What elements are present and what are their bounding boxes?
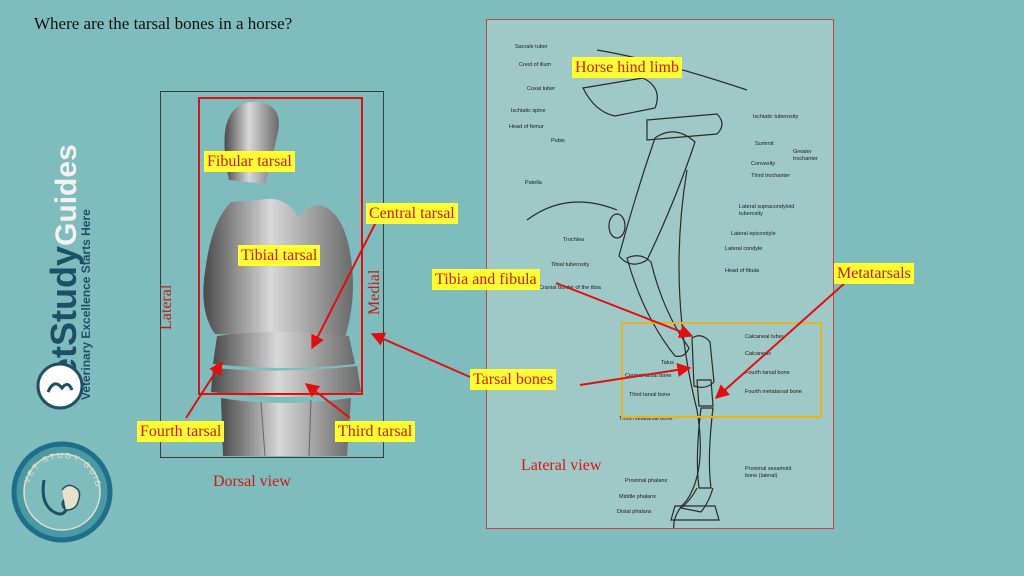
anatomy-label: Central tarsal bone <box>625 373 672 379</box>
anatomy-label: Third trochanter <box>751 173 790 179</box>
anatomy-label: Trochlea <box>563 237 585 243</box>
anatomy-label: Greater trochanter <box>793 149 818 162</box>
anatomy-label: Crest of ilium <box>519 62 552 68</box>
anatomy-label: Sacrale tuber <box>515 44 548 50</box>
label-tarsal-bones: Tarsal bones <box>470 369 557 390</box>
anatomy-label: Distal phalanx <box>617 509 652 515</box>
anatomy-label: Lateral supracondyloid tuberosity <box>739 204 795 217</box>
label-fibular-tarsal: Fibular tarsal <box>204 151 295 172</box>
anatomy-label: Fourth metatarsal bone <box>745 389 802 395</box>
label-fourth-tarsal: Fourth tarsal <box>137 421 225 442</box>
anatomy-label: Lateral epicondyle <box>731 231 776 237</box>
anatomy-label: Ischiatic spine <box>511 108 546 114</box>
anatomy-label: Patella <box>525 180 542 186</box>
lateral-limb-illustration <box>526 49 748 528</box>
label-horse-hind-limb: Horse hind limb <box>572 57 682 78</box>
label-tibial-tarsal: Tibial tarsal <box>238 245 321 266</box>
label-lateral-side: Lateral <box>158 284 175 330</box>
label-tibia-fibula: Tibia and fibula <box>432 269 540 290</box>
anatomy-label: Head of femur <box>509 124 544 130</box>
anatomy-label: Ischiatic tuberosity <box>753 114 799 120</box>
brand-name-guides: Guides <box>50 144 83 246</box>
anatomy-label: Proximal phalanx <box>625 478 668 484</box>
anatomy-label: Lateral condyle <box>725 246 763 252</box>
anatomy-label: Third tarsal bone <box>629 392 671 398</box>
arrow-metatarsals <box>714 281 847 399</box>
anatomy-label: Third metatarsal bone <box>619 416 673 422</box>
label-central-tarsal: Central tarsal <box>366 203 458 224</box>
anatomy-label: Convexity <box>751 161 776 167</box>
arrow-central-tarsal <box>311 221 377 350</box>
label-third-tarsal: Third tarsal <box>335 421 416 442</box>
brand-tagline: Veterinary Excellence Starts Here <box>79 209 93 400</box>
anatomy-label: Coxal tuber <box>527 86 556 92</box>
anatomy-label: Summit <box>755 141 774 147</box>
anatomy-label: Tibial tuberosity <box>551 262 590 268</box>
lateral-view-caption: Lateral view <box>521 457 602 474</box>
anatomy-label: Fourth tarsal bone <box>745 370 790 376</box>
lateral-highlight-box <box>621 322 822 418</box>
anatomy-label: Pubis <box>551 138 565 144</box>
brand-logo: VetStudyGuides Veterinary Excellence Sta… <box>36 144 93 410</box>
dorsal-view-caption: Dorsal view <box>213 473 291 490</box>
arrow-tarsal-to-lateral <box>579 363 692 386</box>
anatomy-label: Proximal sesamoid bone (lateral) <box>745 466 792 479</box>
anatomy-label: Calcaneus <box>745 351 771 357</box>
dog-icon <box>61 484 81 511</box>
dorsal-highlight-box <box>198 97 363 395</box>
arrow-third-tarsal <box>304 383 351 419</box>
vet-study-seal: VET STUDY GUIDES <box>10 440 113 543</box>
brand-name-study: Study <box>43 246 84 346</box>
anatomy-label: Head of fibula <box>725 268 759 274</box>
arrow-tarsal-to-dorsal <box>370 332 471 378</box>
arrow-fourth-tarsal <box>185 360 223 419</box>
stethoscope-icon <box>46 382 74 393</box>
anatomy-label: Middle phalanx <box>619 494 656 500</box>
arrow-tibia-fibula <box>555 282 694 338</box>
anatomy-label: Calcaneal tuber <box>745 334 784 340</box>
label-medial-side: Medial <box>366 269 383 315</box>
label-metatarsals: Metatarsals <box>834 263 914 284</box>
anatomy-label: Talus <box>661 360 674 366</box>
stethoscope-icon <box>41 479 70 516</box>
question-title: Where are the tarsal bones in a horse? <box>34 14 293 33</box>
